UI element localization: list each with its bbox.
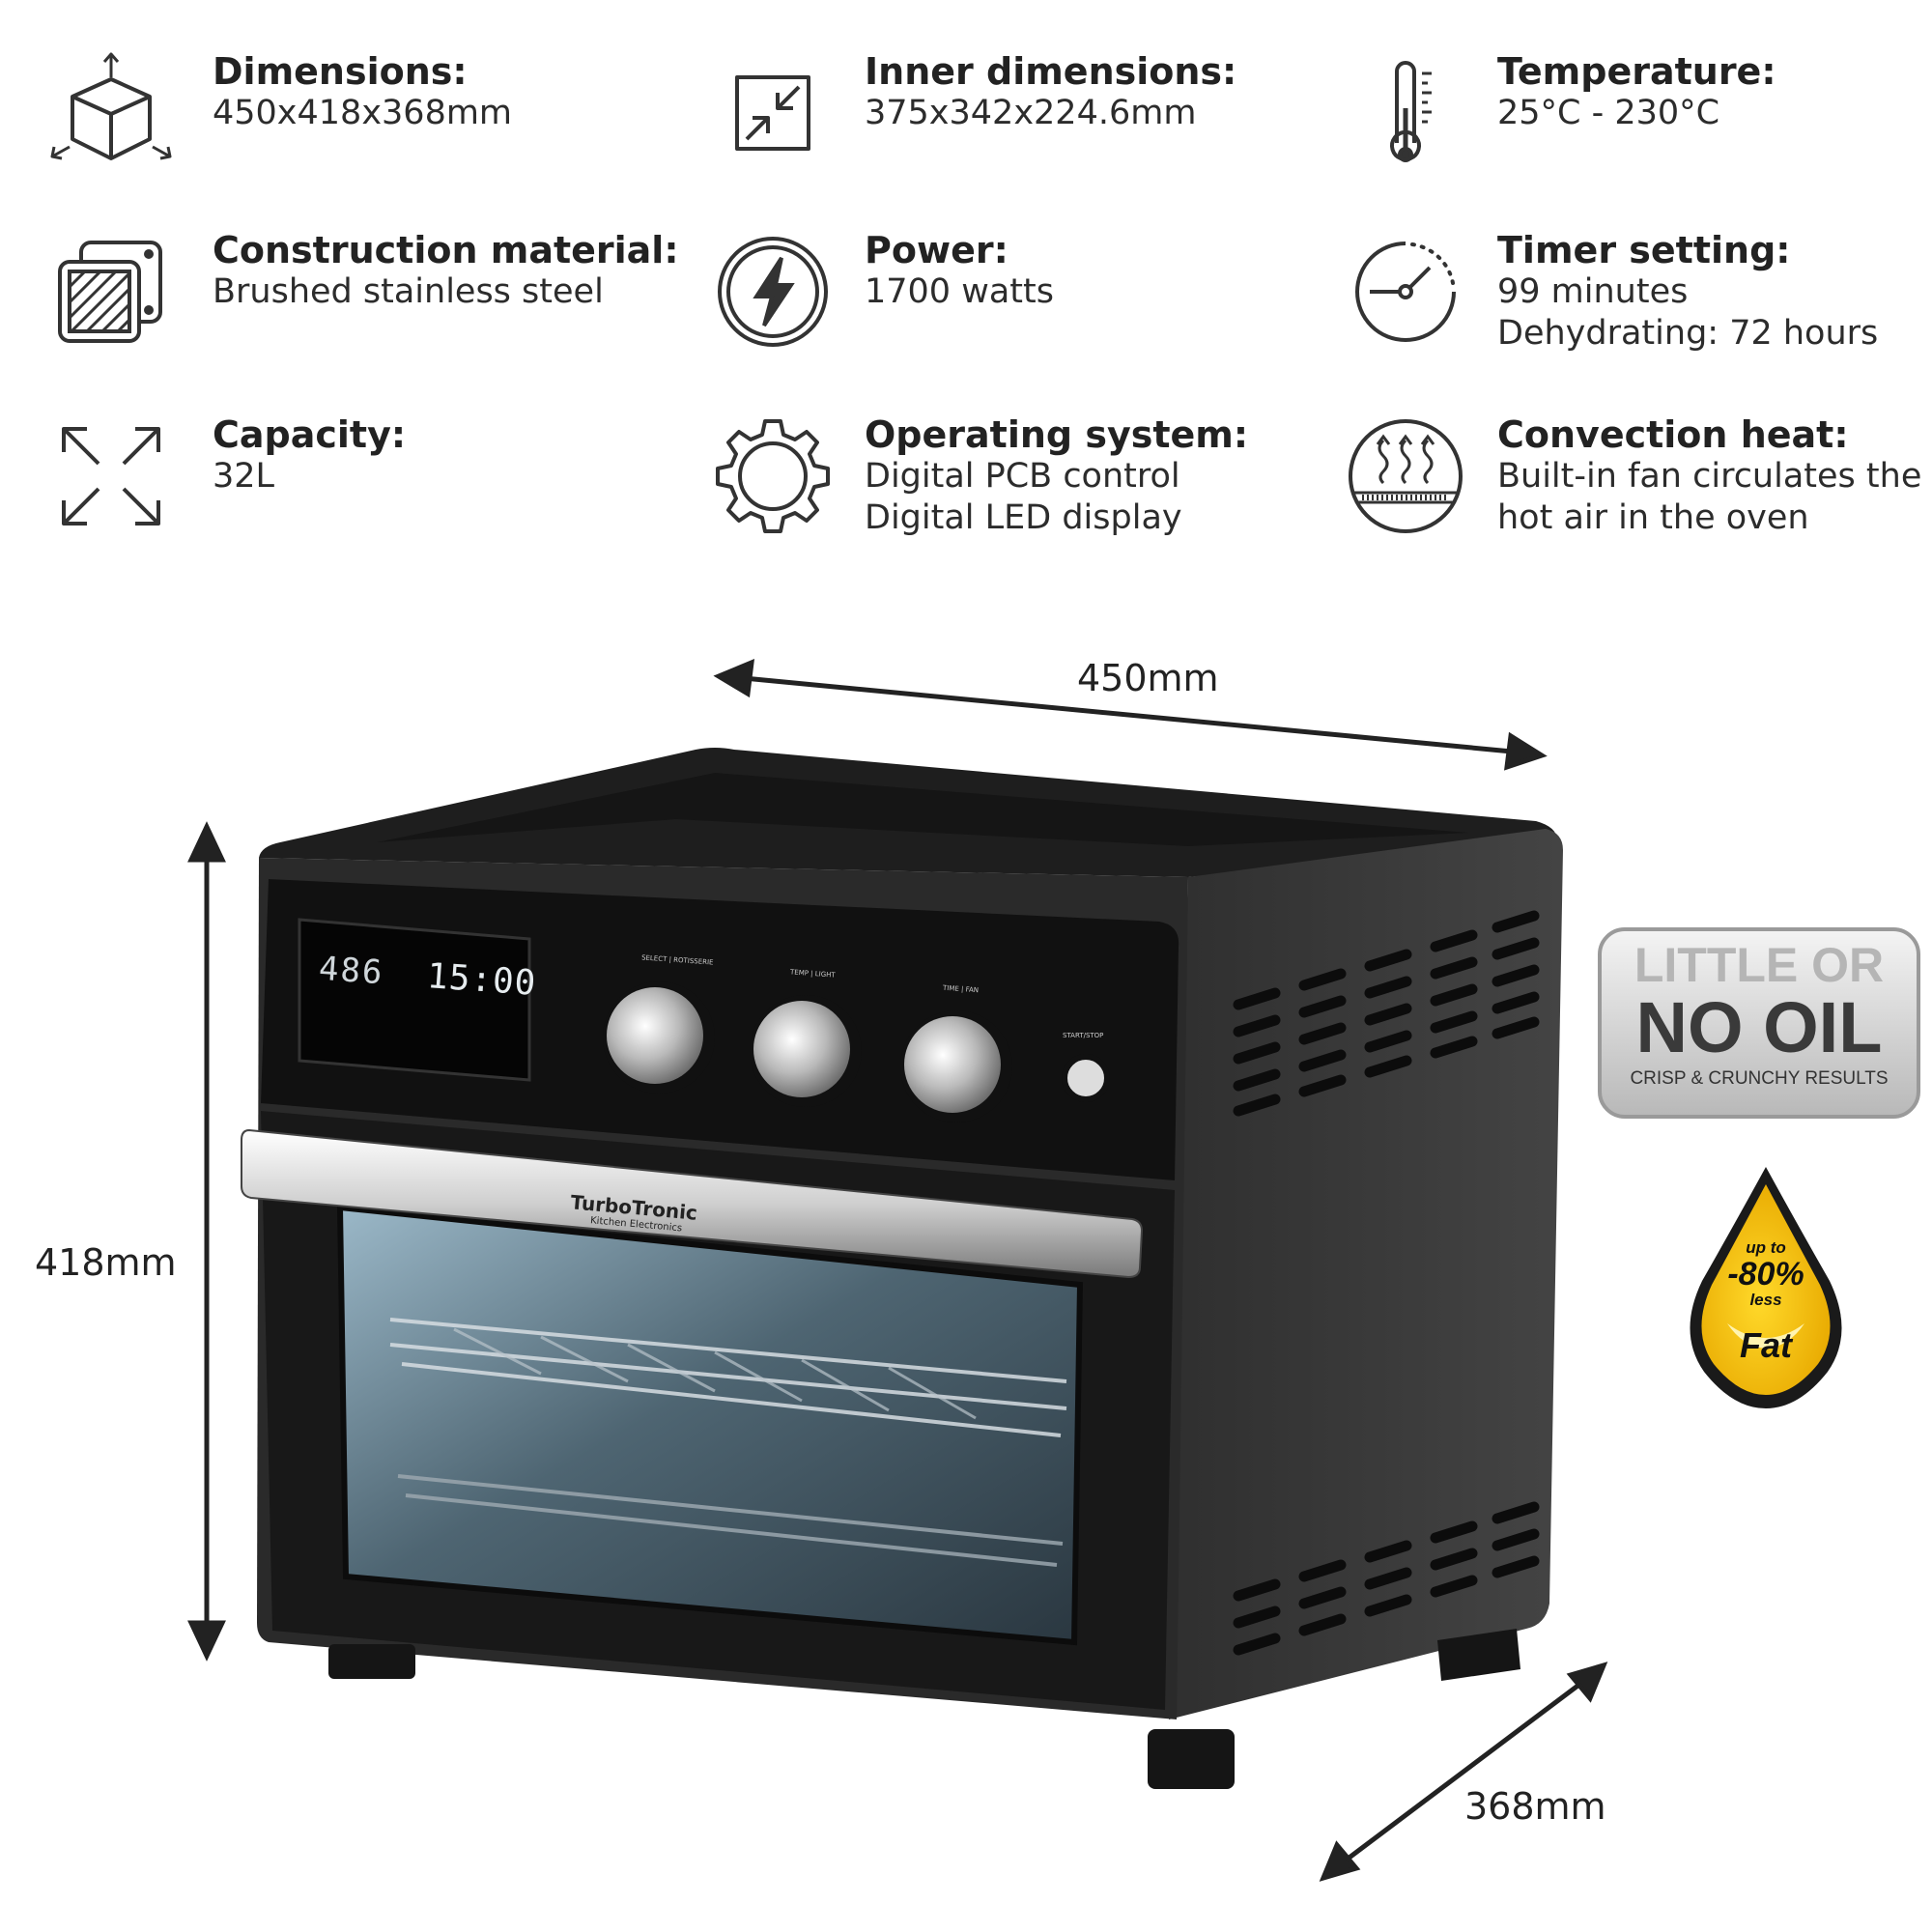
fat-badge-line2: -80% <box>1727 1256 1804 1293</box>
spec-label: Convection heat: <box>1497 413 1849 456</box>
fat-badge-line1: up to <box>1746 1238 1786 1257</box>
cube-dimensions-icon <box>50 52 172 160</box>
expand-arrows-icon <box>62 427 160 526</box>
select-knob[interactable] <box>607 987 703 1084</box>
spec-temperature: Temperature: 25°C - 230°C <box>1343 50 1776 176</box>
spec-label: Temperature: <box>1497 50 1776 93</box>
spec-value: 375x342x224.6mm <box>865 94 1197 132</box>
spec-construction-material: Construction material: Brushed stainless… <box>48 229 679 355</box>
start-stop-label: START/STOP <box>1063 1032 1104 1039</box>
oil-badge-line2: NO OIL <box>1635 987 1883 1067</box>
display-temp: 486 <box>317 949 385 993</box>
spec-value: 450x418x368mm <box>213 94 513 132</box>
thermometer-icon <box>1390 61 1432 162</box>
steel-sheets-icon <box>58 241 162 343</box>
spec-value: Brushed stainless steel <box>213 272 604 311</box>
spec-label: Operating system: <box>865 413 1249 456</box>
oil-badge-line3: CRISP & CRUNCHY RESULTS <box>1630 1068 1889 1089</box>
spec-capacity: Capacity: 32L <box>48 413 406 539</box>
spec-value: Built-in fan circulates the <box>1497 457 1922 496</box>
oven-body <box>241 748 1563 1789</box>
spec-label: Power: <box>865 229 1009 271</box>
spec-value: 99 minutes <box>1497 272 1689 311</box>
spec-power: Power: 1700 watts <box>710 229 1054 355</box>
fat-badge-text: up to -80% less Fat <box>1704 1238 1828 1381</box>
little-or-no-oil-badge <box>1598 927 1920 1119</box>
spec-value: 1700 watts <box>865 272 1054 311</box>
oil-badge-line1: LITTLE OR <box>1634 938 1885 992</box>
lightning-icon <box>718 237 828 347</box>
dimension-arrows <box>187 659 1608 1882</box>
display-time: 15:00 <box>425 956 538 1004</box>
spec-inner-dimensions: Inner dimensions: 375x342x224.6mm <box>710 50 1236 176</box>
timer-icon <box>1355 242 1456 342</box>
spec-dimensions: Dimensions: 450x418x368mm <box>48 50 512 176</box>
spec-value: 32L <box>213 457 275 496</box>
spec-label: Construction material: <box>213 229 679 271</box>
spec-operating-system: Operating system: Digital PCB control Di… <box>710 413 1248 539</box>
gear-icon <box>716 419 830 533</box>
spec-timer-setting: Timer setting: 99 minutes Dehydrating: 7… <box>1343 229 1878 355</box>
height-label: 418mm <box>35 1241 177 1284</box>
spec-value: Dehydrating: 72 hours <box>1497 314 1879 353</box>
fat-badge-line3: less <box>1749 1291 1782 1309</box>
spec-value: Digital LED display <box>865 498 1182 537</box>
fat-badge-line4: Fat <box>1740 1325 1792 1365</box>
oil-badge-text: LITTLE OR NO OIL CRISP & CRUNCHY RESULTS <box>1600 939 1918 1094</box>
spec-convection-heat: Convection heat: Built-in fan circulates… <box>1343 413 1921 539</box>
time-knob[interactable] <box>904 1016 1001 1113</box>
depth-label: 368mm <box>1464 1785 1606 1828</box>
start-stop-button[interactable] <box>1063 1055 1109 1101</box>
spec-label: Dimensions: <box>213 50 468 93</box>
spec-label: Inner dimensions: <box>865 50 1237 93</box>
spec-value: hot air in the oven <box>1497 498 1809 537</box>
spec-value: Digital PCB control <box>865 457 1180 496</box>
spec-label: Capacity: <box>213 413 407 456</box>
convection-heat-icon <box>1349 419 1463 533</box>
spec-value: 25°C - 230°C <box>1497 94 1720 132</box>
width-label: 450mm <box>1077 657 1219 699</box>
spec-label: Timer setting: <box>1497 229 1791 271</box>
less-fat-badge <box>1690 1167 1842 1408</box>
temp-knob[interactable] <box>753 1001 850 1097</box>
inward-arrows-icon <box>735 75 810 151</box>
